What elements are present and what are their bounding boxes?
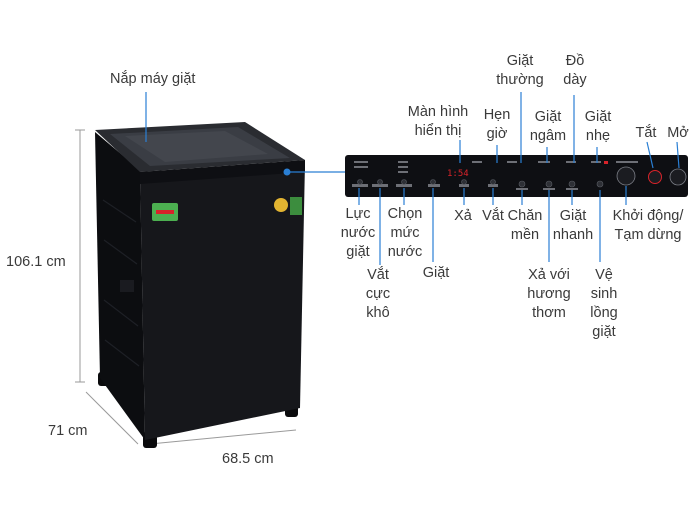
label-wash: Giặt [422, 265, 450, 281]
label-sticker [290, 197, 302, 215]
label-heavy: Đồ dày [563, 53, 587, 88]
label-dry-spin: Vắt cực khô [365, 267, 391, 321]
dimension-lines [75, 129, 297, 445]
label-soak: Giặt ngâm [529, 109, 567, 144]
label-gentle: Giặt nhẹ [584, 109, 612, 144]
label-start-pause: Khởi động/ Tạm dừng [612, 208, 684, 243]
height-dimension-label: 106.1 cm [6, 254, 66, 270]
label-normal-wash: Giặt thường [496, 53, 544, 88]
label-rinse: Xả [454, 208, 472, 224]
callout-lines [145, 92, 680, 265]
start-pause-button [616, 166, 636, 186]
width-dimension-label: 68.5 cm [222, 451, 274, 467]
label-tub-clean: Vệ sinh lồng giặt [590, 267, 618, 340]
label-lid: Nắp máy giặt [110, 71, 196, 87]
power-on-button [669, 168, 687, 186]
label-display: Màn hình hiển thị [407, 104, 469, 139]
depth-dimension-label: 71 cm [48, 423, 88, 439]
label-wash-strength: Lực nước giặt [340, 206, 376, 260]
label-blanket: Chăn mền [507, 208, 543, 243]
depth-dimension-line [85, 391, 139, 445]
label-fragrance-rinse: Xả với hương thơm [527, 267, 571, 321]
panel-display-digits: 1:54 [447, 169, 469, 179]
washing-machine [95, 122, 305, 448]
label-water-level: Chọn mức nước [387, 206, 423, 260]
label-off: Tắt [635, 125, 657, 141]
width-dimension-line [149, 429, 297, 445]
certification-badge [274, 198, 288, 212]
label-quick-wash: Giặt nhanh [552, 208, 594, 243]
label-spin: Vắt [482, 208, 504, 224]
control-panel: 1:54 [345, 155, 688, 197]
label-timer: Hẹn giờ [483, 107, 511, 142]
label-on: Mở [667, 125, 689, 141]
off-button [648, 170, 662, 184]
